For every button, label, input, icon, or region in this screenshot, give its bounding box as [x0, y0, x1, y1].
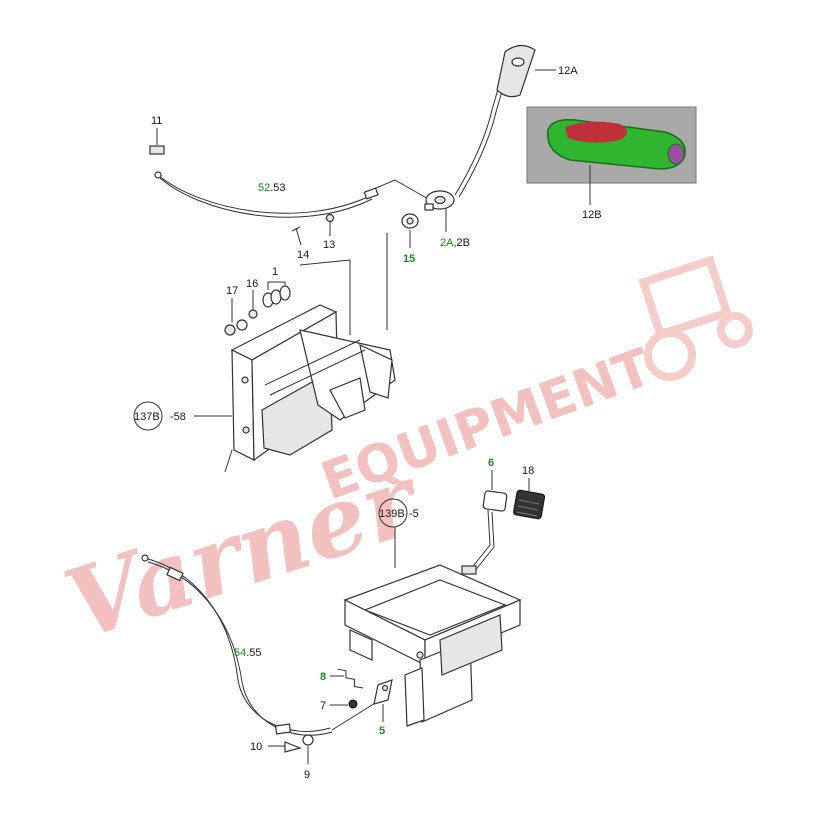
- grip-inset: [526, 106, 697, 205]
- callout-9: 9: [304, 769, 310, 781]
- callout-139b-num: -5: [409, 508, 419, 520]
- part-10-pin: [268, 741, 302, 753]
- callout-137b: [133, 401, 163, 431]
- callout-10: 10: [250, 741, 262, 753]
- part-13-nut: [325, 213, 335, 236]
- callout-17: 17: [226, 285, 238, 297]
- callout-54-55: 54.55: [234, 647, 262, 659]
- callout-139b: [378, 498, 408, 568]
- upper-shift-cable: [154, 171, 431, 218]
- pedal-pad-icon: [513, 489, 546, 520]
- callout-1: 1: [272, 266, 278, 278]
- brake-pedal-pad: [482, 490, 508, 512]
- callout-11: 11: [151, 115, 162, 127]
- callout-6: 6: [488, 457, 494, 469]
- callout-16: 16: [246, 278, 258, 290]
- callout-13: 13: [323, 239, 335, 251]
- part-14-pin: [291, 226, 302, 246]
- pedal-bracket-assembly: [343, 564, 522, 727]
- part-8-spring: [330, 668, 364, 689]
- lower-brake-cable: [141, 554, 381, 736]
- callout-2a-2b: 2A,2B: [440, 237, 470, 249]
- callout-137b-num: -58: [170, 411, 186, 423]
- brake-pedal: [461, 470, 508, 575]
- shift-lever: [454, 44, 556, 198]
- watermark-tractor-icon: [638, 255, 753, 381]
- callout-14: 14: [297, 249, 309, 261]
- small-hardware-set: [224, 281, 291, 336]
- callout-7: 7: [320, 700, 326, 712]
- part-11-clip: [149, 128, 165, 155]
- callout-8: 8: [320, 671, 326, 683]
- part-7-nut: [330, 699, 358, 709]
- shift-bracket-assembly: [194, 304, 396, 473]
- part-15-washer: [401, 213, 419, 248]
- part-5-lever: [373, 679, 393, 722]
- part-18-pedal-pad: [513, 478, 546, 520]
- grip-red-stripe: [565, 121, 627, 143]
- callout-12a: 12A: [558, 65, 578, 77]
- callout-5: 5: [379, 725, 385, 737]
- callout-139b-ref: 139B: [379, 508, 405, 520]
- callout-18: 18: [522, 465, 534, 477]
- callout-15: 15: [403, 253, 415, 265]
- lever-pivot: [424, 190, 455, 232]
- part-9-clip: [302, 734, 314, 764]
- callout-52-53: 52.53: [258, 182, 286, 194]
- callout-137b-ref: 137B: [134, 411, 160, 423]
- callout-12b: 12B: [582, 209, 602, 221]
